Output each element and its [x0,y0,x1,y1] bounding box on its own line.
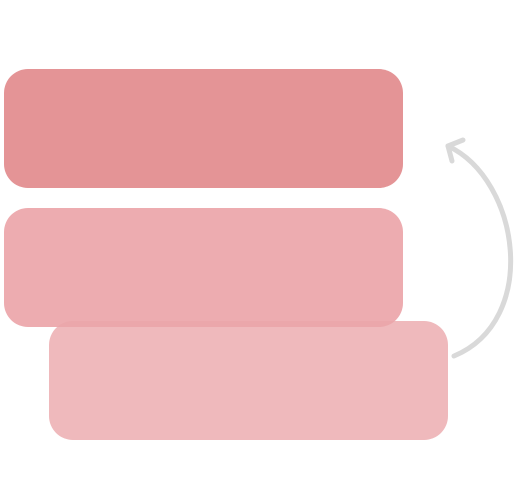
card-middle [4,208,403,327]
card-bottom [49,321,448,440]
arrow-shaft [445,143,514,359]
card-top [4,69,403,188]
arrow-head [445,137,466,164]
